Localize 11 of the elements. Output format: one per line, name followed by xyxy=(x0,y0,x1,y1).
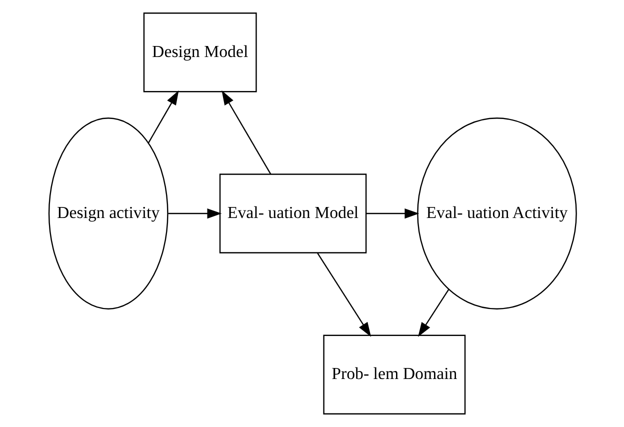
arrow xyxy=(316,252,371,337)
node-box: Prob- lem Domain xyxy=(322,334,466,414)
node-box: Design Model xyxy=(142,12,256,92)
arrow xyxy=(147,90,178,144)
node-ellipse: Design activity xyxy=(48,118,168,310)
node-ellipse: Eval- uation Activity xyxy=(416,118,576,310)
arrow xyxy=(221,90,271,175)
arrow xyxy=(366,208,419,219)
node-box: Eval- uation Model xyxy=(218,174,366,254)
arrow xyxy=(168,208,222,219)
arrow xyxy=(418,289,449,337)
